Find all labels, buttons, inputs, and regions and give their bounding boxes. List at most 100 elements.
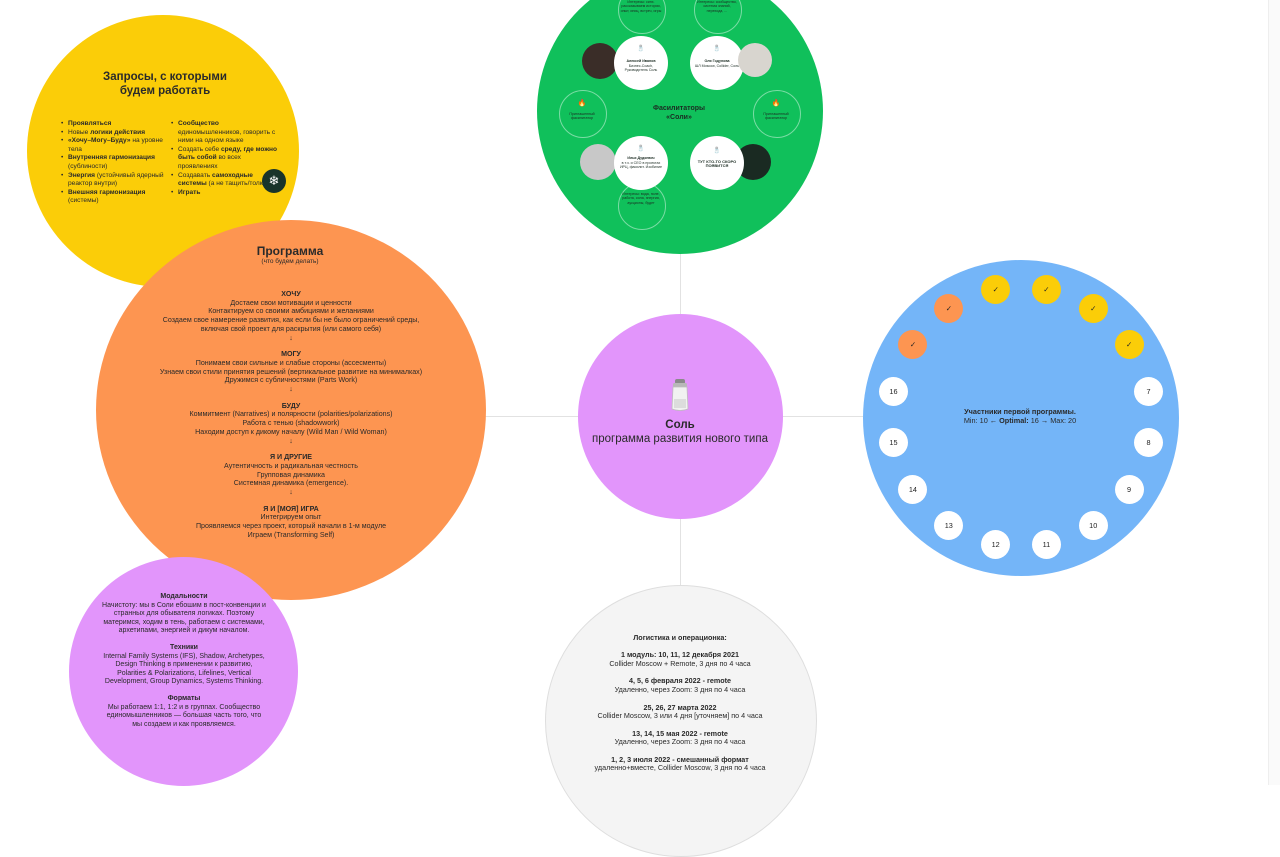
request-item: Внутренняя гармонизация (сублиности)	[61, 154, 170, 171]
program-line: Дружимся с субличностями (Parts Work)	[224, 376, 358, 385]
request-item-text: (сублиности)	[68, 162, 108, 170]
request-item-text: (устойчивый ядерный реактор внутри)	[68, 171, 164, 188]
participant-filled[interactable]: ✓	[1114, 330, 1144, 360]
request-item-text: единомышленников, говорить с ними на одн…	[178, 128, 276, 145]
logistics-item-text: Collider Moscow + Remote, 3 дня по 4 час…	[609, 659, 751, 669]
request-item: Создать себе среду, где можно быть собой…	[171, 145, 282, 172]
program-subtitle: (что будем делать)	[261, 258, 319, 265]
request-item-text: логики действия	[90, 128, 146, 136]
participant-slot[interactable]: 15	[878, 427, 908, 457]
program-line: Играем (Transforming Self)	[247, 530, 335, 539]
salt-shaker-icon	[671, 379, 689, 411]
guest-label: Приглашенный фасилитатор	[763, 112, 789, 121]
facilitator-note: Интересы: сообщество, система знаний, пе…	[697, 0, 737, 13]
facilitator-icon: 🧂	[713, 148, 721, 154]
program-line: Системная динамика (emergence).	[233, 479, 349, 488]
request-item-text: среду, где можно быть собой	[178, 145, 278, 162]
program-line: Контактируем со своими амбициями и желан…	[208, 307, 374, 316]
vertical-scrollbar[interactable]	[1268, 0, 1280, 785]
logistics-item-text: Collider Moscow, 3 или 4 дня [уточняем] …	[597, 711, 763, 721]
facilitator-card[interactable]	[690, 36, 744, 90]
logistics-item-heading: 1, 2, 3 июля 2022 - смешанный формат	[611, 754, 749, 764]
program-line: Понимаем свои сильные и слабые стороны (…	[195, 358, 387, 367]
request-item-text: на уровне тела	[68, 137, 163, 153]
facilitators-title: Фасилитаторы «Соли»	[652, 105, 705, 121]
program-section-heading: МОГУ	[281, 350, 301, 359]
facilitator-photo	[738, 43, 772, 77]
participant-filled[interactable]: ✓	[898, 330, 928, 360]
participant-slot[interactable]: 14	[898, 474, 928, 504]
participant-slot[interactable]: 12	[981, 530, 1011, 559]
program-title: Программа	[256, 244, 324, 258]
participant-slot[interactable]: 8	[1134, 427, 1163, 457]
program-section-heading: Я И ДРУГИЕ	[269, 453, 313, 462]
facilitator-card[interactable]	[690, 136, 744, 190]
requests-title: Запросы, с которыми будем работать	[103, 71, 227, 97]
program-line: Узнаем свои стили принятия решений (верт…	[159, 367, 423, 376]
participants-circle[interactable]	[863, 260, 1179, 576]
requests-right-list: Сообщество единомышленников, говорить с …	[170, 120, 282, 197]
logistics-item-text: Удаленно, через Zoom: 3 дня по 4 часа	[614, 685, 746, 695]
center-subtitle: программа развития нового типа	[592, 433, 768, 445]
participant-slot[interactable]: 16	[878, 377, 908, 407]
participant-filled[interactable]: ✓	[934, 294, 964, 324]
center-circle[interactable]	[578, 314, 783, 519]
request-item: Внешняя гармонизация (системы)	[61, 188, 170, 206]
facilitator-card[interactable]	[614, 136, 668, 190]
modality-heading: Техники	[170, 643, 198, 651]
snowflake-icon[interactable]: ❄	[262, 169, 286, 193]
logistics-body: Логистика и операционка:1 модуль: 10, 11…	[570, 633, 790, 773]
facilitator-desc: ШЛ Moscow, Collider, Соль	[694, 64, 740, 68]
connector-left	[484, 416, 578, 417]
participant-filled[interactable]: ✓	[1031, 274, 1061, 304]
note-ring	[618, 182, 666, 230]
program-line: Достаем свои мотивации и ценности	[230, 298, 352, 307]
facilitator-icon: 🧂	[713, 46, 721, 52]
requests-left-list: ПроявлятьсяНовые логики действия«Хочу–Мо…	[60, 120, 170, 206]
logistics-item-heading: 25, 26, 27 марта 2022	[643, 702, 717, 712]
section-gap	[150, 394, 432, 402]
participants-limits: Min: 10 ← Optimal: 16 → Max: 20	[963, 416, 1077, 425]
guest-ring	[559, 90, 607, 138]
program-line: Проявляемся через проект, который начали…	[195, 522, 387, 531]
guest-ring	[753, 90, 801, 138]
facilitator-name: Оля Годунова	[704, 59, 730, 63]
request-item-text: Новые	[68, 128, 91, 136]
program-section-heading: ХОЧУ	[281, 290, 301, 298]
participant-slot[interactable]: 10	[1078, 510, 1108, 540]
program-line: Находим доступ к дикому началу (Wild Man…	[195, 427, 387, 436]
down-arrow-icon: ↓	[289, 385, 293, 394]
modality-text: Мы работаем 1:1, 1:2 и в группах. Сообще…	[106, 703, 262, 728]
logistics-item-heading: 13, 14, 15 мая 2022 - remote	[632, 728, 728, 738]
participant-slot[interactable]: 11	[1031, 530, 1061, 559]
down-arrow-icon: ↓	[289, 436, 293, 445]
facilitator-name: Алексей Иванов	[626, 59, 656, 63]
participant-filled[interactable]: ✓	[1078, 294, 1108, 324]
request-item: Создавать самоходные системы (а не тащит…	[171, 171, 282, 189]
request-item-text: Создать себе	[178, 145, 221, 153]
program-line: Групповая динамика	[257, 470, 325, 479]
facilitator-desc: Бизнес-Coach, Руководитель Соль	[624, 64, 658, 73]
participant-slot[interactable]: 9	[1114, 474, 1144, 504]
participant-filled[interactable]: ✓	[981, 274, 1011, 304]
request-item: Играть	[171, 189, 282, 198]
facilitator-card[interactable]	[614, 36, 668, 90]
request-item: «Хочу–Могу–Буду» на уровне тела	[61, 137, 170, 154]
program-circle[interactable]	[96, 220, 486, 600]
request-item-text: Внешняя гармонизация	[68, 188, 146, 196]
facilitator-placeholder: ТУТ КТО-ТО СКОРО ПОЯВИТСЯ	[697, 159, 737, 169]
program-line: Аутентичность и радикальная честность	[224, 461, 358, 470]
request-item-text: Создавать	[178, 171, 212, 179]
logistics-title: Логистика и операционка:	[633, 633, 727, 642]
modality-text: Начистоту: мы в Соли ебошим в пост-конве…	[102, 601, 266, 635]
participant-slot[interactable]: 13	[934, 510, 964, 540]
facilitator-icon: 🧂	[637, 146, 645, 152]
request-item: Новые логики действия	[61, 128, 170, 138]
connector-bottom	[680, 519, 681, 585]
participant-slot[interactable]: 7	[1134, 377, 1163, 407]
section-gap	[150, 342, 432, 350]
modality-circle[interactable]	[69, 557, 298, 786]
request-item-text: Внутренняя гармонизация	[68, 154, 155, 162]
